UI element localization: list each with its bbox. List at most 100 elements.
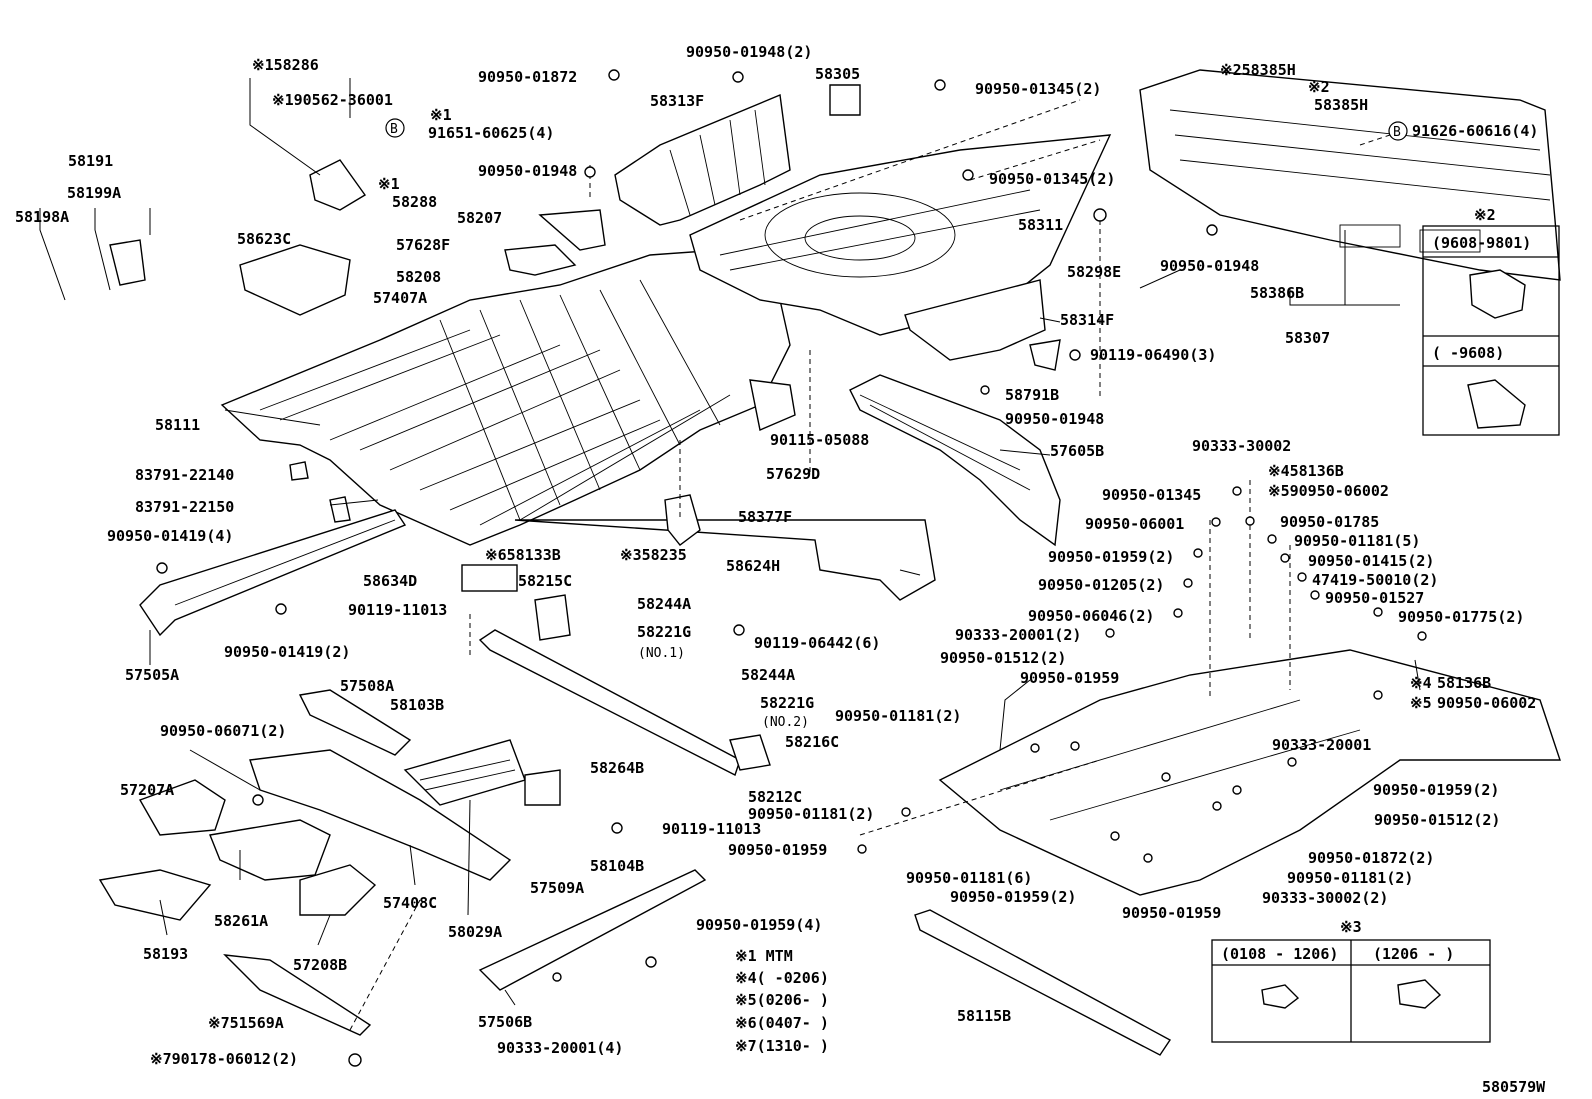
label-90950-01415: 90950-01415(2) (1308, 552, 1434, 570)
label-58244Ab: 58244A (741, 666, 795, 684)
rear-body-panel-58307 (1139, 69, 1561, 281)
fastener-marks (156, 69, 1427, 1067)
label-mark-2: ※2 (1308, 78, 1330, 96)
inset-2-bracket-b (1467, 379, 1526, 429)
label-58193: 58193 (143, 945, 188, 963)
note-4: ※4( -0206) (735, 969, 829, 987)
label-90950-01959-2b: 90950-01959(2) (1373, 781, 1499, 799)
label-90119-06490: 90119-06490(3) (1090, 346, 1216, 364)
label-90950-01419-4: 90950-01419(4) (107, 527, 233, 545)
inset-box-2: ※2 (9608-9801) ( -9608) (1422, 206, 1560, 436)
side-extension-58314F (904, 279, 1046, 361)
label-58311: 58311 (1018, 216, 1063, 234)
label-58791B: 58791B (1005, 386, 1059, 404)
center-rails (249, 629, 1172, 1056)
small-brackets (98, 84, 1061, 1036)
label-90950-01948b: 90950-01948 (1005, 410, 1104, 428)
label-90950-01785: 90950-01785 (1280, 513, 1379, 531)
label-90950-01181-2c: 90950-01181(2) (1287, 869, 1413, 887)
label-58286: ※158286 (252, 56, 319, 74)
label-58207: 58207 (457, 209, 502, 227)
b-marker-letter: B (1393, 125, 1401, 140)
label-90333-20001-4: 90333-20001(4) (497, 1039, 623, 1057)
label-58264B: 58264B (590, 759, 644, 777)
label-90333-30002-2: 90333-30002(2) (1262, 889, 1388, 907)
inset-2-row1: (9608-9801) (1432, 234, 1531, 252)
label-57506B: 57506B (478, 1013, 532, 1031)
label-mark-4: ※4 (1410, 674, 1432, 692)
label-58111: 58111 (155, 416, 200, 434)
label-90950-06002a: ※590950-06002 (1268, 482, 1389, 500)
label-58385Ha: ※258385H (1220, 61, 1296, 79)
label-90950-01345-2b: 90950-01345(2) (989, 170, 1115, 188)
label-90950-01181-6: 90950-01181(6) (906, 869, 1032, 887)
label-58307: 58307 (1285, 329, 1330, 347)
front-side-rail-57505A (139, 509, 407, 637)
label-90119-11013b: 90119-11013 (662, 820, 761, 838)
label-58298E: 58298E (1067, 263, 1121, 281)
label-58191: 58191 (68, 152, 113, 170)
note-7: ※7(1310- ) (735, 1037, 829, 1055)
label-90950-01872-2: 90950-01872(2) (1308, 849, 1434, 867)
note-1: ※1 MTM (735, 947, 793, 965)
floor-silencer-sheet (938, 649, 1561, 896)
label-58029A: 58029A (448, 923, 502, 941)
main-floor-pan-58111 (220, 249, 791, 546)
dashed-guides (349, 99, 1391, 1031)
label-90950-01959-2c: 90950-01959(2) (950, 888, 1076, 906)
footnotes: ※1 MTM ※4( -0206) ※5(0206- ) ※6(0407- ) … (735, 947, 829, 1055)
inset-3-grommet-b (1397, 979, 1442, 1009)
label-90333-30002: 90333-30002 (1192, 437, 1291, 455)
label-57505A: 57505A (125, 666, 179, 684)
label-90950-06046: 90950-06046(2) (1028, 607, 1154, 625)
label-90950-01181-2a: 90950-01181(2) (835, 707, 961, 725)
label-58115B: 58115B (957, 1007, 1011, 1025)
label-90333-20001b: 90333-20001 (1272, 736, 1371, 754)
label-57628F: 57628F (396, 236, 450, 254)
rear-floor-pan-58311 (689, 134, 1112, 336)
label-57605B: 57605B (1050, 442, 1104, 460)
label-83791-22140: 83791-22140 (135, 466, 234, 484)
label-58313F: 58313F (650, 92, 704, 110)
label-57508A: 57508A (340, 677, 394, 695)
label-58235: ※358235 (620, 546, 687, 564)
label-57407A: 57407A (373, 289, 427, 307)
label-90115-05088: 90115-05088 (770, 431, 869, 449)
inset-3-col2: (1206 - ) (1373, 945, 1454, 963)
label-90950-01181-2b: 90950-01181(2) (748, 805, 874, 823)
label-58216C: 58216C (785, 733, 839, 751)
label-mark-5: ※5 (1410, 694, 1432, 712)
label-58221Ga: 58221G (637, 623, 691, 641)
rear-panel-58313F (614, 94, 791, 226)
label-90333-20001-2: 90333-20001(2) (955, 626, 1081, 644)
label-58104B: 58104B (590, 857, 644, 875)
label-58377F: 58377F (738, 508, 792, 526)
label-57208B: 57208B (293, 956, 347, 974)
label-58215C: 58215C (518, 572, 572, 590)
label-83791-22150: 83791-22150 (135, 498, 234, 516)
inset-3-col1: (0108 - 1206) (1221, 945, 1338, 963)
label-58198A: 58198A (15, 208, 69, 226)
inset-2-row2: ( -9608) (1432, 344, 1504, 362)
label-58386B: 58386B (1250, 284, 1304, 302)
label-90950-01512-2a: 90950-01512(2) (940, 649, 1066, 667)
b-marker-1: B (385, 118, 405, 138)
label-90950-06002b: 90950-06002 (1437, 694, 1536, 712)
label-47419-50010: 47419-50010(2) (1312, 571, 1438, 589)
inset-box-3: ※3 (0108 - 1206) (1206 - ) (1211, 918, 1491, 1043)
note-5: ※5(0206- ) (735, 991, 829, 1009)
label-90950-01948a: 90950-01948 (478, 162, 577, 180)
inset-3-grommet-a (1261, 984, 1300, 1009)
label-90950-01527: 90950-01527 (1325, 589, 1424, 607)
label-58136Bb: 58136B (1437, 674, 1491, 692)
label-58261A: 58261A (214, 912, 268, 930)
label-90119-11013a: 90119-11013 (348, 601, 447, 619)
label-58199A: 58199A (67, 184, 121, 202)
label-58385Hb: 58385H (1314, 96, 1368, 114)
label-90950-01872: 90950-01872 (478, 68, 577, 86)
label-58221Gb-no: (NO.2) (762, 715, 809, 730)
label-90950-06001: 90950-06001 (1085, 515, 1184, 533)
label-90950-01959c: 90950-01959 (1122, 904, 1221, 922)
label-90950-06071: 90950-06071(2) (160, 722, 286, 740)
